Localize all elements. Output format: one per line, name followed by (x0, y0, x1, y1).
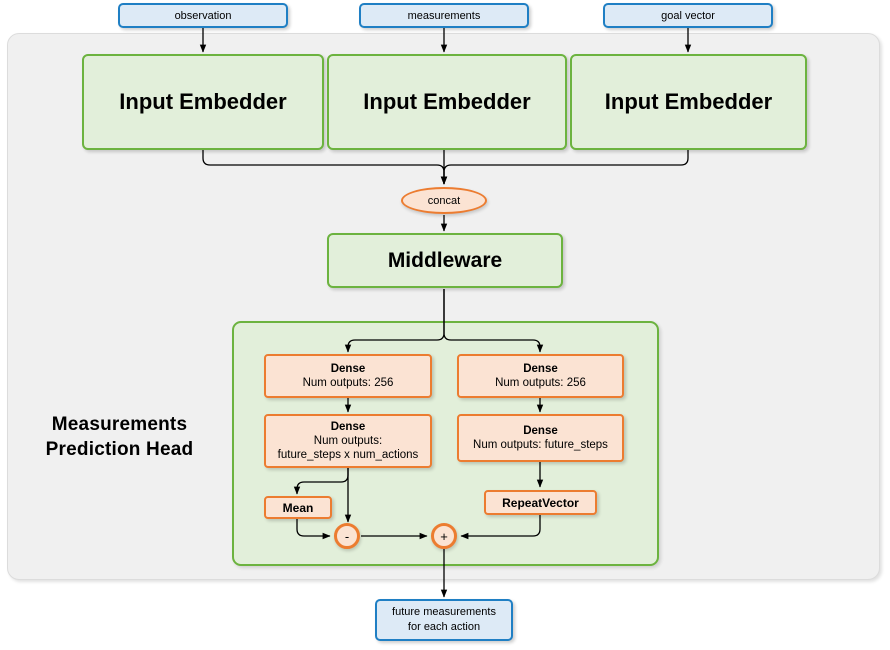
output-box-future-measurements[interactable]: future measurements for each action (375, 599, 513, 641)
left-dense-2-outputs-label: Num outputs: (313, 435, 383, 447)
input-embedder-2-label: Input Embedder (363, 89, 531, 114)
repeat-vector-node[interactable]: RepeatVector (484, 490, 597, 515)
mean-node[interactable]: Mean (264, 496, 332, 519)
input-box-goal-vector[interactable]: goal vector (603, 3, 773, 28)
right-dense-future-steps[interactable]: Dense Num outputs: future_steps (457, 414, 624, 462)
repeat-vector-label: RepeatVector (502, 495, 579, 510)
left-dense-future-steps-num-actions[interactable]: Dense Num outputs: future_steps x num_ac… (264, 414, 432, 468)
subtract-operator-label: - (344, 528, 350, 544)
input-box-goal-vector-label: goal vector (661, 9, 715, 22)
input-embedder-3-label: Input Embedder (604, 89, 773, 114)
left-dense-256-outputs: Num outputs: 256 (302, 377, 394, 389)
right-dense-256-title: Dense (523, 363, 558, 375)
subtract-operator[interactable]: - (334, 523, 360, 549)
input-embedder-1[interactable]: Input Embedder (82, 54, 324, 150)
measurements-prediction-head-label: Measurements Prediction Head (22, 412, 217, 462)
input-box-measurements[interactable]: measurements (359, 3, 529, 28)
add-operator[interactable]: + (431, 523, 457, 549)
head-label-line-1: Measurements (51, 414, 188, 435)
right-dense-256[interactable]: Dense Num outputs: 256 (457, 354, 624, 398)
left-dense-256-title: Dense (330, 363, 366, 375)
input-embedder-2[interactable]: Input Embedder (327, 54, 567, 150)
left-dense-256[interactable]: Dense Num outputs: 256 (264, 354, 432, 398)
left-dense-2-title: Dense (330, 421, 366, 433)
output-line-1: future measurements (392, 606, 496, 618)
concat-node[interactable]: concat (401, 187, 487, 214)
right-dense-2-outputs: Num outputs: future_steps (473, 439, 608, 451)
input-embedder-1-label: Input Embedder (119, 89, 287, 114)
left-dense-2-outputs-value: future_steps x num_actions (277, 449, 419, 461)
input-box-measurements-label: measurements (407, 9, 481, 22)
input-box-observation[interactable]: observation (118, 3, 288, 28)
concat-label: concat (427, 194, 461, 207)
middleware-label: Middleware (387, 248, 503, 272)
right-dense-2-title: Dense (523, 425, 558, 437)
input-box-observation-label: observation (174, 9, 232, 22)
head-label-line-2: Prediction Head (45, 439, 194, 460)
output-line-2: for each action (407, 621, 481, 633)
right-dense-256-outputs: Num outputs: 256 (495, 377, 586, 389)
add-operator-label: + (440, 528, 448, 544)
mean-label: Mean (282, 500, 314, 515)
middleware-node[interactable]: Middleware (327, 233, 563, 288)
input-embedder-3[interactable]: Input Embedder (570, 54, 807, 150)
